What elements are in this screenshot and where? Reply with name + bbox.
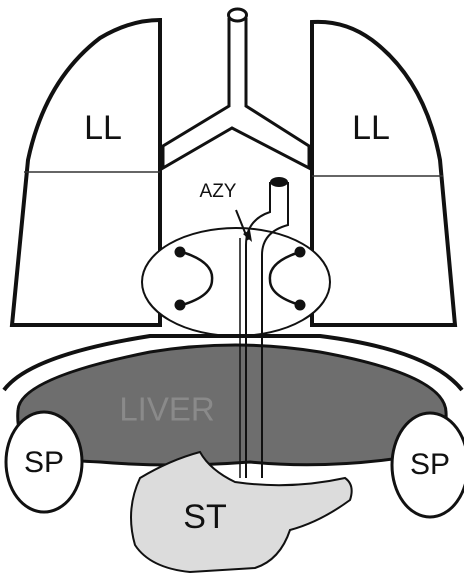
liver xyxy=(18,345,446,465)
left-lung-label: LL xyxy=(84,109,122,147)
left-node-bottom xyxy=(175,300,186,311)
right-lung-label: LL xyxy=(352,109,390,147)
trachea-top xyxy=(229,9,247,21)
right-node-bottom xyxy=(295,300,306,311)
left-spleen-label: SP xyxy=(24,446,64,479)
mediastinum-oval xyxy=(142,228,330,336)
liver-label: LIVER xyxy=(119,391,214,428)
left-node-top xyxy=(175,247,186,258)
trachea xyxy=(163,18,309,168)
right-node-top xyxy=(295,247,306,258)
azygos-label: AZY xyxy=(200,181,237,202)
right-lung xyxy=(312,22,455,325)
stomach-label: ST xyxy=(183,498,226,536)
stomach xyxy=(131,452,352,572)
vessel-top xyxy=(270,177,288,187)
right-spleen-label: SP xyxy=(410,448,450,481)
